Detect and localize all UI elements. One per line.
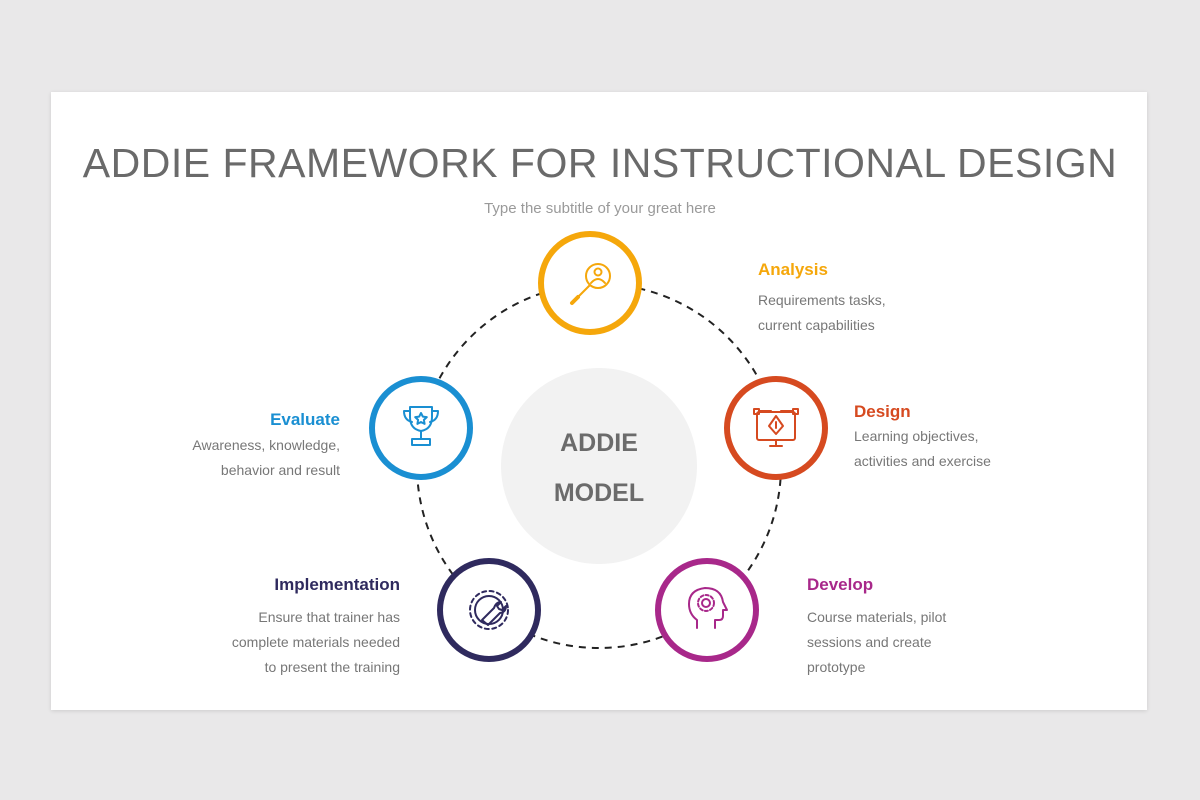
implementation-node bbox=[437, 558, 541, 662]
center-label-line2: MODEL bbox=[553, 479, 645, 507]
center-label-line1: ADDIE bbox=[560, 429, 638, 457]
evaluate-desc-line: Awareness, knowledge, bbox=[192, 437, 340, 453]
analysis-title: Analysis bbox=[758, 260, 828, 279]
evaluate-description: Awareness, knowledge, behavior and resul… bbox=[140, 433, 340, 483]
pen-tool-monitor-icon bbox=[753, 408, 799, 447]
implementation-desc-line: to present the training bbox=[264, 659, 400, 675]
center-label: ADDIE MODEL bbox=[500, 418, 698, 518]
implementation-desc-line: Ensure that trainer has bbox=[258, 609, 400, 625]
head-gear-icon bbox=[688, 587, 728, 629]
page-subtitle: Type the subtitle of your great here bbox=[484, 200, 716, 217]
design-node bbox=[724, 376, 828, 480]
evaluate-desc-line: behavior and result bbox=[220, 462, 340, 478]
evaluate-node bbox=[369, 376, 473, 480]
page-title: ADDIE FRAMEWORK FOR INSTRUCTIONAL DESIGN bbox=[82, 140, 1118, 186]
develop-title: Develop bbox=[807, 575, 874, 594]
develop-desc-line: prototype bbox=[807, 659, 866, 675]
develop-node bbox=[655, 558, 759, 662]
analysis-node bbox=[538, 231, 642, 335]
analysis-desc-line: current capabilities bbox=[758, 317, 875, 333]
evaluate-title: Evaluate bbox=[270, 410, 340, 429]
develop-description: Course materials, pilot sessions and cre… bbox=[807, 605, 946, 680]
design-desc-line: Learning objectives, bbox=[854, 428, 979, 444]
analysis-desc-line: Requirements tasks, bbox=[758, 292, 886, 308]
design-description: Learning objectives, activities and exer… bbox=[854, 424, 991, 474]
magnifier-person-icon bbox=[570, 263, 611, 305]
develop-desc-line: sessions and create bbox=[807, 634, 932, 650]
center-disc bbox=[501, 368, 697, 564]
analysis-description: Requirements tasks, current capabilities bbox=[758, 288, 886, 338]
implementation-desc-line: complete materials needed bbox=[231, 634, 400, 650]
wrench-gear-icon bbox=[469, 590, 509, 630]
develop-desc-line: Course materials, pilot bbox=[807, 609, 947, 625]
implementation-title: Implementation bbox=[274, 575, 400, 594]
implementation-description: Ensure that trainer has complete materia… bbox=[180, 605, 400, 680]
trophy-icon bbox=[403, 406, 439, 446]
design-title: Design bbox=[854, 402, 911, 421]
design-desc-line: activities and exercise bbox=[854, 453, 991, 469]
